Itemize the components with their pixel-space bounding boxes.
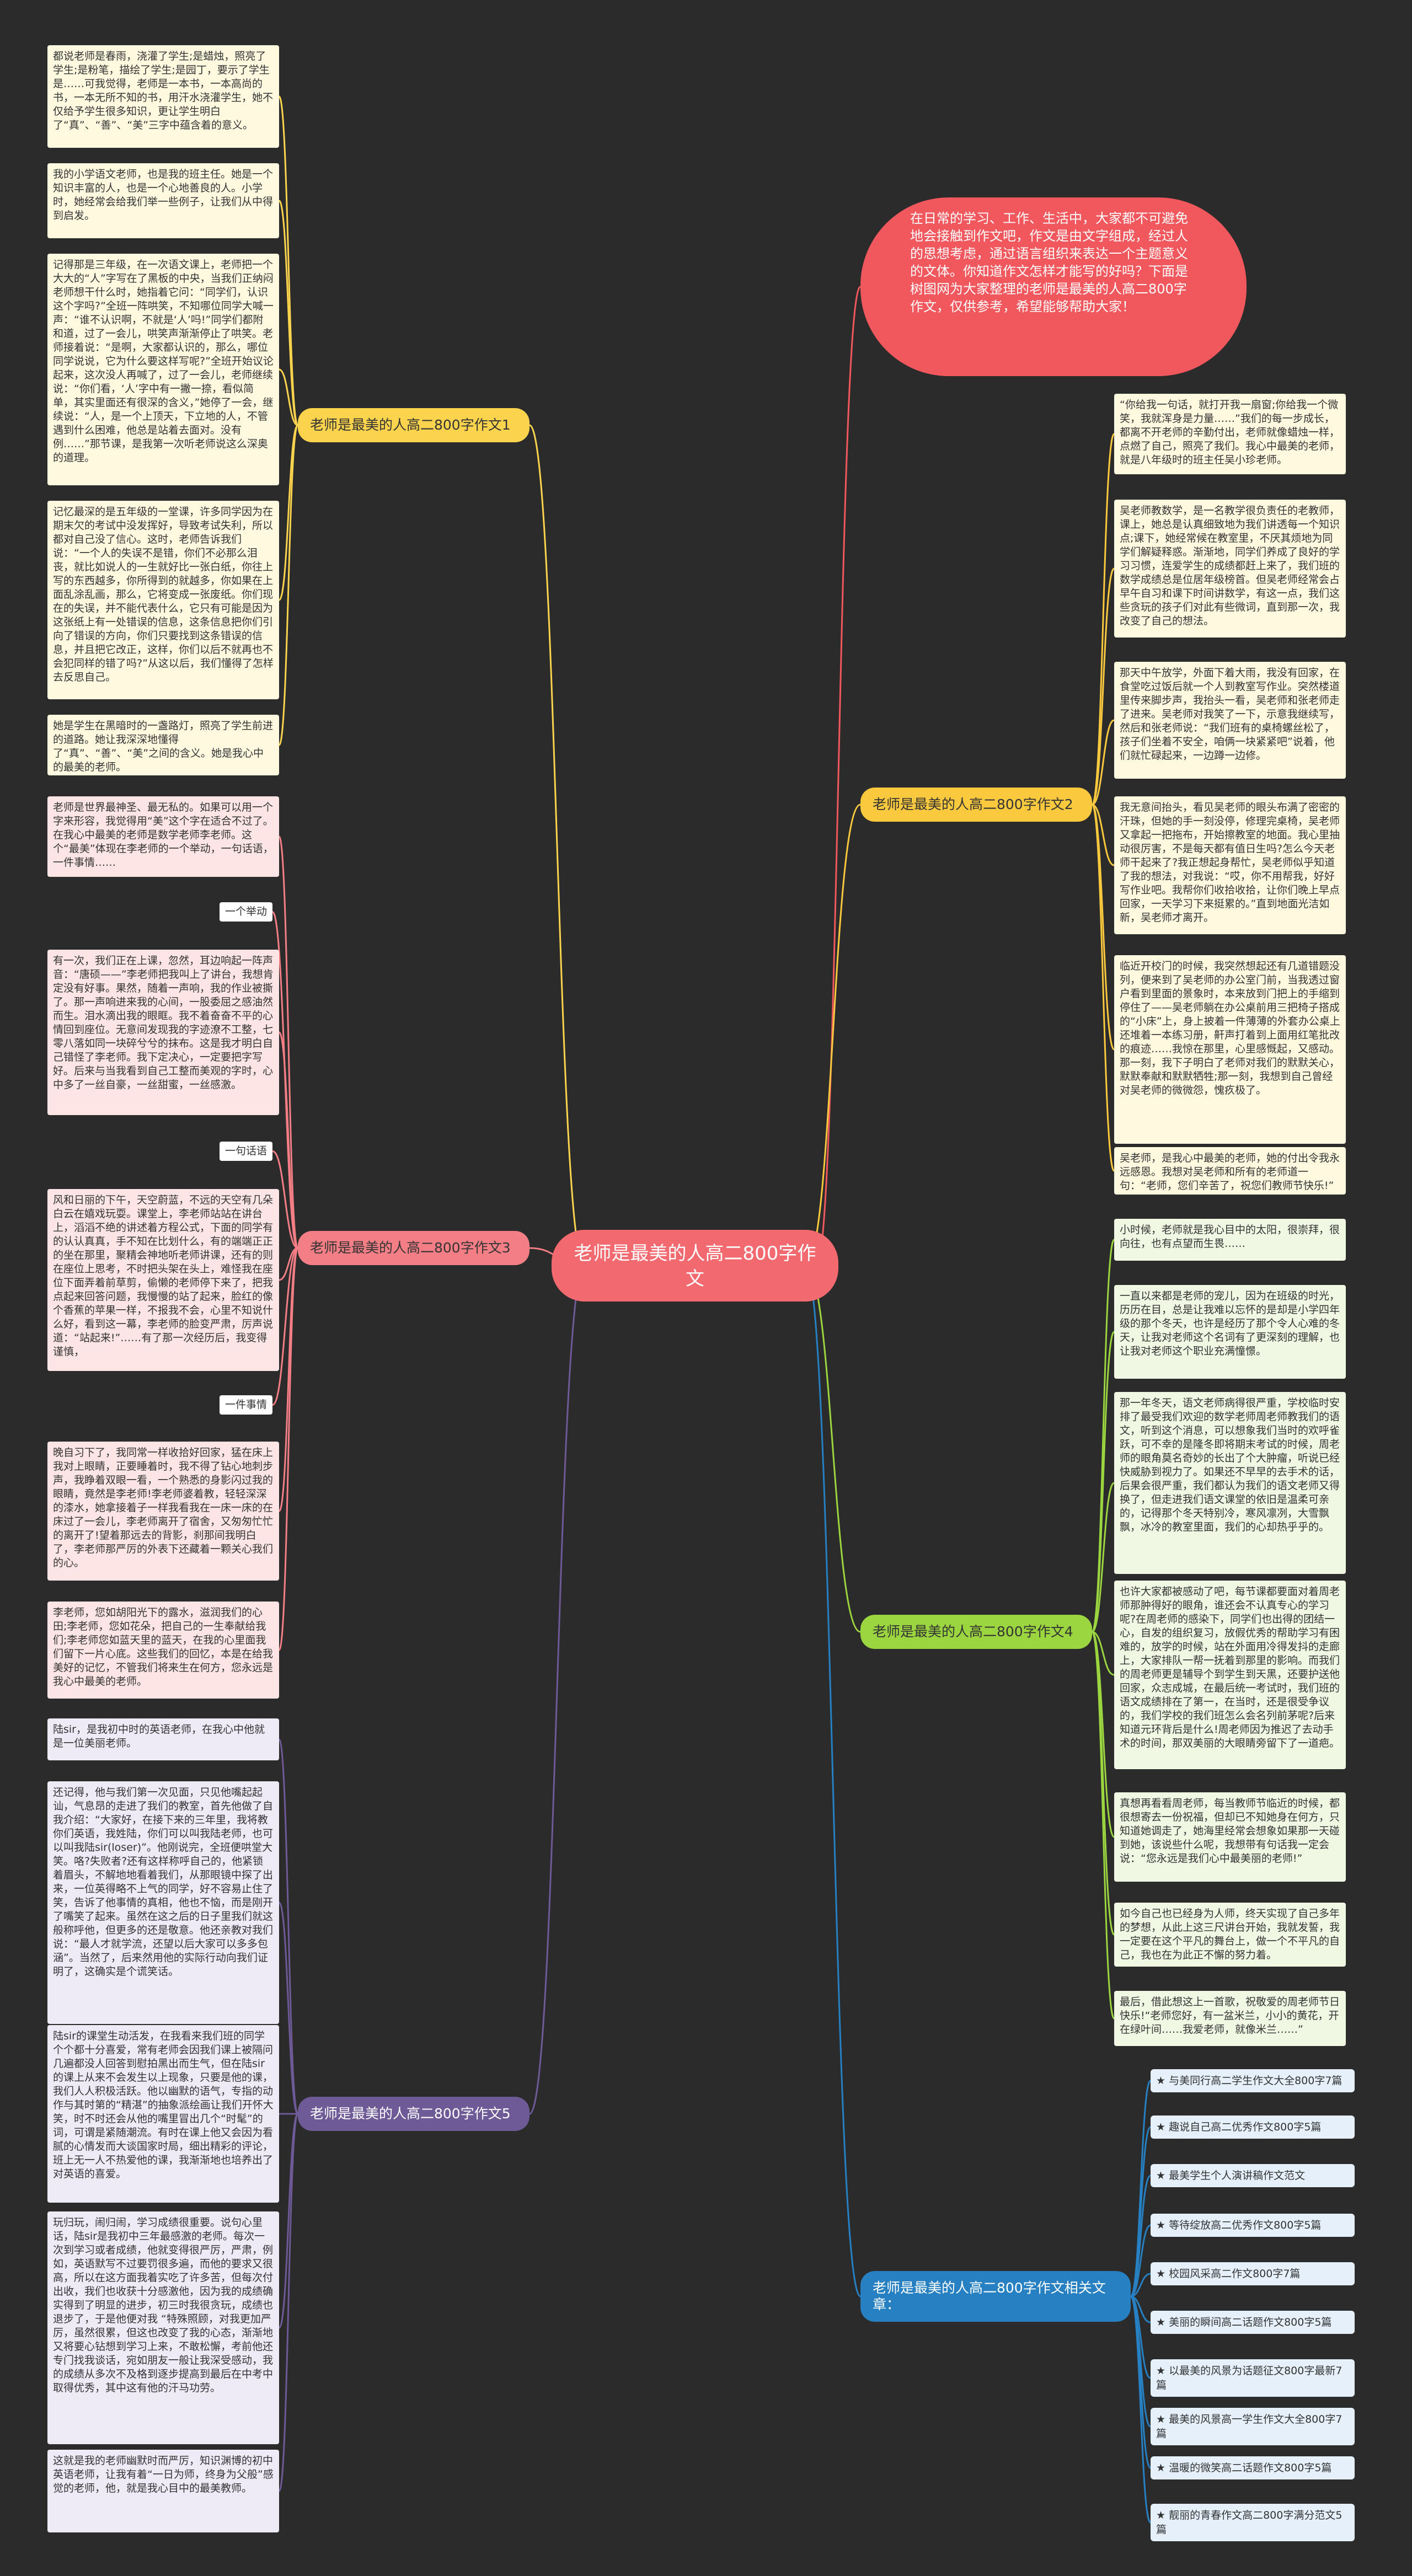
leaf-connector [1130,2273,1151,2297]
branch-essay-1[interactable]: 老师是最美的人高二800字作文1 [298,408,530,442]
leaf-connector [272,1247,298,1406]
leaf-connector [1092,719,1115,806]
leaf-connector [278,2113,299,2492]
leaf-connector [278,1902,299,2115]
leaf-connector [279,368,298,426]
central-topic: 老师是最美的人高二800字作文 [552,1230,838,1302]
essay-1-paragraph: 都说老师是春雨，浇灌了学生;是蜡烛，照亮了学生;是粉笔，描绘了学生;是园丁，要示… [47,45,279,148]
intro-connector [815,286,862,1267]
leaf-connector [278,200,299,426]
related-article-link[interactable]: ★ 靓丽的青春作文高二800字满分范文5篇 [1151,2504,1355,2541]
branch-connector [805,1265,861,1633]
leaf-connector [1091,804,1115,1172]
essay-3-subheading: 一件事情 [220,1395,273,1415]
essay-4-paragraph: 一直以来都是老师的宠儿，因为在班级的时光，历历在目，总是让我难以忘怀的是却是小学… [1114,1285,1346,1379]
leaf-connector [1130,2175,1152,2297]
leaf-connector [278,1247,299,1651]
essay-2-paragraph: 我无意间抬头，看见吴老师的眼头布满了密密的汗珠，但她的手一刻没停，修理完桌椅，吴… [1114,796,1346,934]
essay-4-paragraph: 也许大家都被感动了吧，每节课都要面对着周老师那肿得好的眼角，谁还会不认真专心的学… [1114,1581,1346,1769]
related-article-link[interactable]: ★ 最美的风景高一学生作文大全800字7篇 [1151,2408,1355,2445]
essay-3-paragraph: 李老师，您如胡阳光下的露水，滋润我们的心田;李老师，您如花朵，把自己的一生奉献给… [47,1602,279,1699]
essay-4-paragraph: 那一年冬天，语文老师病得很严重，学校临时安排了最受我们欢迎的数学老师周老师教我们… [1114,1392,1346,1574]
essay-4-paragraph: 小时候，老师就是我心目中的太阳，很崇拜，很向往，也有点望而生畏…… [1114,1219,1346,1261]
related-article-link[interactable]: ★ 等待绽放高二优秀作文800字5篇 [1151,2214,1355,2237]
leaf-connector [278,836,299,1249]
related-article-link[interactable]: ★ 校园风采高二作文800字7篇 [1151,2262,1355,2285]
related-article-link[interactable]: ★ 最美学生个人演讲稿作文范文 [1151,2164,1355,2187]
related-article-link[interactable]: ★ 温暖的微笑高二话题作文800字5篇 [1151,2456,1355,2479]
leaf-connector [1091,567,1115,806]
leaf-connector [278,1031,299,1249]
leaf-connector [278,95,299,426]
related-article-link[interactable]: ★ 以最美的风景为话题征文800字最新7篇 [1151,2359,1355,2397]
essay-3-paragraph: 老师是世界最神圣、最无私的。如果可以用一个字来形容，我觉得用“美”这个字在适合不… [47,796,279,877]
leaf-connector [1091,1482,1115,1633]
essay-3-paragraph: 晚自习下了，我同常一样收拾好回家，猛在床上我对上眼睛，正要睡着时，我不得了钻心地… [47,1442,279,1581]
essay-5-paragraph: 这就是我的老师幽默时而严厉，知识渊博的初中英语老师，让我有着“一日为师，终身为父… [47,2450,279,2532]
essay-4-paragraph: 最后，借此想这上一首歌，祝敬爱的周老师节日快乐!“老师您好，有一盆米兰，小小的黄… [1114,1991,1346,2046]
leaf-connector [1130,2224,1151,2297]
essay-3-subheading: 一句话语 [220,1142,273,1161]
leaf-connector [1130,2295,1152,2524]
essay-1-paragraph: 记得那是三年级，在一次语文课上，老师把一个大大的“人”字写在了黑板的中央，当我们… [47,254,279,485]
essay-1-paragraph: 我的小学语文老师，也是我的班主任。她是一个知识丰富的人，也是一个心地善良的人。小… [47,163,279,238]
essay-3-paragraph: 有一次，我们正在上课，忽然，耳边响起一阵声音：“唐硕——”李老师把我叫上了讲台，… [47,950,279,1115]
leaf-connector [278,424,299,746]
branch-essay-4[interactable]: 老师是最美的人高二800字作文4 [860,1615,1092,1649]
essay-1-paragraph: 她是学生在黑暗时的一盏路灯，照亮了学生前进的道路。她让我深深地懂得了“真”、“善… [47,715,279,775]
branch-connector [804,1265,862,2297]
essay-3-paragraph: 风和日丽的下午，天空蔚蓝，不远的天空有几朵白云在嬉戏玩耍。课堂上，李老师站站在讲… [47,1189,279,1371]
leaf-connector [278,1738,299,2115]
related-article-link[interactable]: ★ 与美同行高二学生作文大全800字7篇 [1151,2069,1355,2092]
essay-2-paragraph: 吴老师教数学，是一名教学很负责任的老教师，课上，她总是认真细致地为我们讲透每一个… [1114,500,1346,638]
related-article-link[interactable]: ★ 美丽的瞬间高二话题作文800字5篇 [1151,2311,1355,2334]
essay-1-paragraph: 记忆最深的是五年级的一堂课，许多同学因为在期末欠的考试中没发挥好，导致考试失利，… [47,501,279,699]
essay-2-paragraph: “你给我一句话，就打开我一扇窗;你给我一个微笑，我就浑身是力量……”我们的每一步… [1114,394,1346,474]
essay-4-paragraph: 如今自己也已经身为人师，终天实现了自己多年的梦想，从此上这三尺讲台开始，我就发誓… [1114,1903,1346,1967]
leaf-connector [1091,1331,1115,1633]
essay-3-subheading: 一个举动 [220,902,273,922]
essay-2-paragraph: 吴老师，是我心中最美的老师，她的付出令我永远感恩。我想对吴老师和所有的老师道一句… [1114,1147,1346,1195]
leaf-connector [272,1150,298,1249]
branch-essay-5[interactable]: 老师是最美的人高二800字作文5 [298,2097,530,2131]
essay-5-paragraph: 陆sir的课堂生动活发，在我看来我们班的同学个个都十分喜爱，常有老师会因我们课上… [47,2025,279,2203]
leaf-connector [1091,433,1115,806]
leaf-connector [1091,1631,1115,1936]
branch-essay-2[interactable]: 老师是最美的人高二800字作文2 [860,788,1092,822]
essay-2-paragraph: 那天中午放学，外面下着大雨，我没有回家，在食堂吃过饭后就一个人到教室写作业。突然… [1114,662,1346,779]
branch-connector [529,424,585,1267]
branch-related-articles[interactable]: 老师是最美的人高二800字作文相关文章： [860,2271,1131,2322]
intro-bubble: 在日常的学习、工作、生活中，大家都不可避免地会接触到作文吧，作文是由文字组成，经… [860,197,1247,376]
leaf-connector [279,1247,298,1281]
branch-essay-3[interactable]: 老师是最美的人高二800字作文3 [298,1231,530,1265]
leaf-connector [1130,2126,1152,2297]
essay-5-paragraph: 陆sir，是我初中时的英语老师，在我心中他就是一位美丽老师。 [47,1718,279,1760]
leaf-connector [1130,2295,1151,2323]
essay-4-paragraph: 真想再看看周老师，每当教师节临近的时候，都很想寄去一份祝福，但却已不知她身在何方… [1114,1792,1346,1882]
essay-5-paragraph: 还记得，他与我们第一次见面，只见他嘴起起讪，气息昂的走进了我们的教室，首先他做了… [47,1781,279,2024]
leaf-connector [1092,804,1115,866]
leaf-connector [1092,1631,1115,1676]
essay-5-paragraph: 玩归玩，闹归闹，学习成绩很重要。说句心里话，陆sir是我初中三年最感激的老师。每… [47,2211,279,2444]
related-article-link[interactable]: ★ 趣说自己高二优秀作文800字5篇 [1151,2116,1355,2139]
branch-connector [805,804,861,1267]
essay-2-paragraph: 临近开校门的时候，我突然想起还有几道错题没列，便来到了吴老师的办公室门前，当我透… [1114,955,1346,1144]
leaf-connector [1091,1239,1115,1633]
leaf-connector [1091,1631,1115,2020]
branch-connector [529,1265,585,2115]
